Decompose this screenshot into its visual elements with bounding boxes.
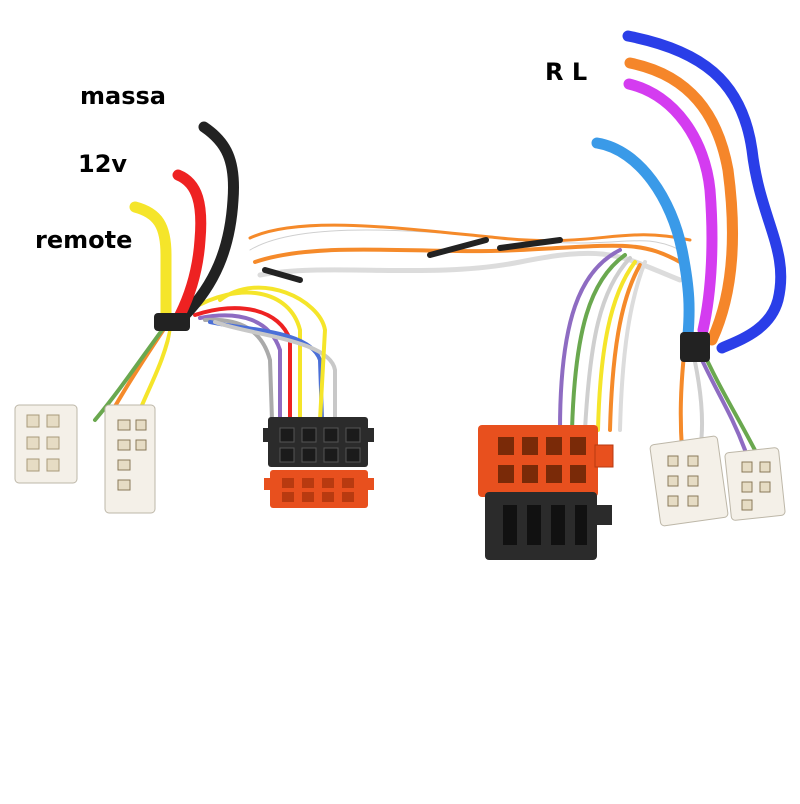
iso-connector-black-large bbox=[485, 492, 612, 560]
left-bundle-sleeve bbox=[154, 313, 190, 331]
left-wire-fan bbox=[93, 285, 337, 422]
light-blue-wire bbox=[591, 137, 695, 341]
iso-connector-orange-small bbox=[264, 470, 374, 508]
power-callout-wires bbox=[129, 121, 240, 321]
label-remote: remote bbox=[35, 226, 133, 254]
left-white-connector-small bbox=[14, 404, 78, 484]
left-white-connector-large bbox=[104, 404, 156, 514]
right-bundle-sleeve bbox=[680, 332, 710, 362]
magenta-wire bbox=[623, 78, 718, 336]
orange-wire bbox=[624, 57, 739, 346]
12v-wire bbox=[172, 169, 207, 321]
iso-connector-black-small bbox=[263, 417, 374, 467]
label-r-l: R L bbox=[545, 58, 588, 86]
massa-wire bbox=[179, 121, 240, 321]
blue-wire bbox=[622, 30, 787, 354]
right-white-connector-left bbox=[649, 435, 729, 527]
label-massa: massa bbox=[80, 82, 166, 110]
label-12v: 12v bbox=[78, 150, 128, 178]
audio-callout-wires bbox=[591, 30, 787, 354]
remote-wire bbox=[129, 201, 172, 321]
right-white-connector-right bbox=[724, 447, 786, 521]
central-wire-bundle bbox=[245, 223, 692, 283]
iso-connector-orange-large bbox=[478, 425, 614, 497]
